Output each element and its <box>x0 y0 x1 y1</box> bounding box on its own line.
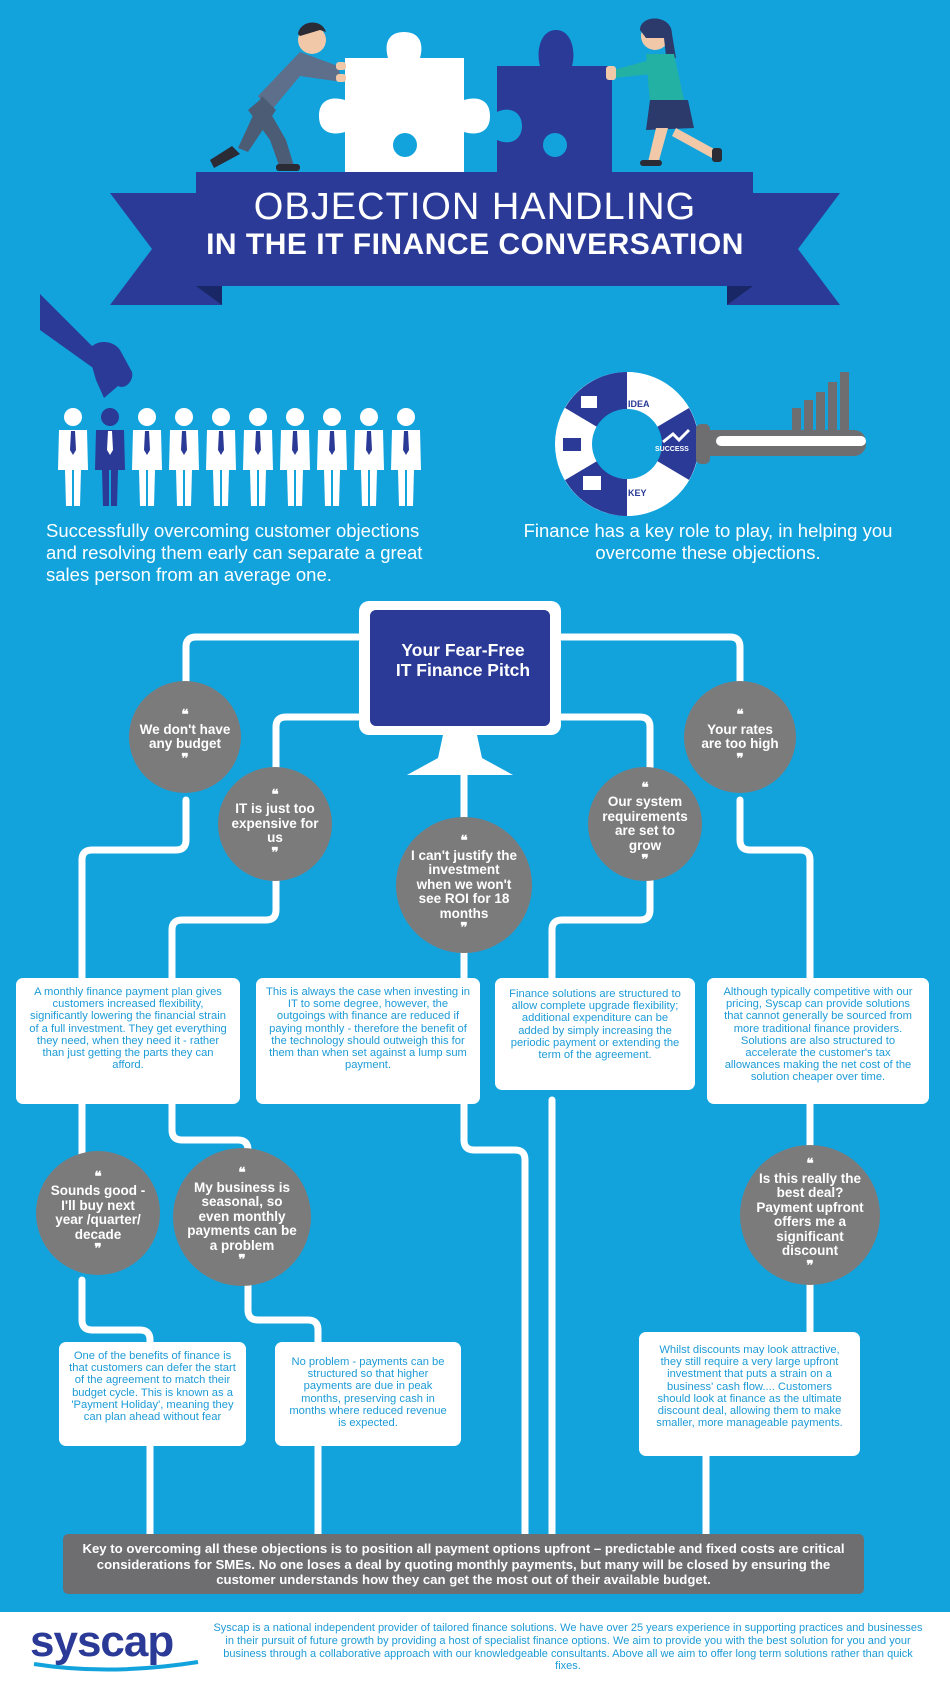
title-line-1: OBJECTION HANDLING <box>253 186 697 228</box>
open-quote-icon: ❝ <box>806 1156 814 1172</box>
open-quote-icon: ❝ <box>94 1168 102 1185</box>
answer-box: One of the benefits of finance is that c… <box>59 1342 246 1446</box>
close-quote-icon: ❞ <box>181 750 189 767</box>
close-quote-icon: ❞ <box>238 1252 246 1269</box>
person-icon <box>132 408 162 506</box>
answer-box: Whilst discounts may look attractive, th… <box>639 1332 860 1456</box>
open-quote-icon: ❝ <box>460 833 468 850</box>
answer-box: Although typically competitive with our … <box>707 978 929 1104</box>
syscap-logo: syscap <box>30 1617 200 1674</box>
title-line-2: IN THE IT FINANCE CONVERSATION <box>206 228 744 261</box>
key-icon <box>696 372 866 464</box>
people-row <box>58 408 421 506</box>
objection-bubble: ❝Your rates are too high❞ <box>684 681 796 793</box>
footer <box>0 1612 950 1691</box>
banner-right-tail <box>727 193 840 305</box>
close-quote-icon: ❞ <box>806 1257 814 1274</box>
person-icon <box>243 408 273 506</box>
monitor-title: Your Fear-Free IT Finance Pitch <box>380 640 546 680</box>
person-icon <box>354 408 384 506</box>
wheel-label-success: SUCCESS <box>655 446 689 453</box>
intro-right-text: Finance has a key role to play, in helpi… <box>523 520 893 563</box>
syscap-logo-graphic: syscap <box>30 1617 199 1672</box>
answer-box: A monthly finance payment plan gives cus… <box>16 978 240 1104</box>
key-message-bar: Key to overcoming all these objections i… <box>63 1534 864 1594</box>
open-quote-icon: ❝ <box>181 707 189 723</box>
open-quote-icon: ❝ <box>736 707 744 723</box>
objection-bubble: ❝I can't justify the investment when we … <box>396 817 532 953</box>
man-figure <box>210 22 346 171</box>
banner-main <box>196 172 753 286</box>
person-icon <box>206 408 236 506</box>
monitor-title-line-1: Your Fear-Free <box>401 640 525 660</box>
answer-box: No problem - payments can be structured … <box>275 1342 461 1446</box>
objection-bubble: ❝Our system requirements are set to grow… <box>588 767 702 881</box>
monitor <box>359 601 561 775</box>
hand-icon <box>40 294 133 398</box>
open-quote-icon: ❝ <box>271 786 279 803</box>
wheel-label-idea: IDEA <box>628 399 650 409</box>
objection-bubble: ❝Is this really the best deal? Payment u… <box>740 1145 880 1285</box>
answer-box: Finance solutions are structured to allo… <box>495 978 695 1090</box>
person-icon <box>280 408 310 506</box>
person-icon <box>391 408 421 506</box>
close-quote-icon: ❞ <box>94 1241 102 1257</box>
objection-bubble: ❝My business is seasonal, so even monthl… <box>173 1148 311 1286</box>
objection-bubble: ❝Sounds good - I'll buy next year /quart… <box>36 1151 160 1275</box>
person-icon <box>95 408 125 506</box>
close-quote-icon: ❞ <box>271 844 279 861</box>
person-icon <box>169 408 199 506</box>
logo-wordmark: syscap <box>30 1618 173 1666</box>
objection-bubble: ❝We don't have any budget❞ <box>129 681 241 793</box>
wheel-label-key: KEY <box>628 488 647 498</box>
close-quote-icon: ❞ <box>736 750 744 767</box>
footer-text: Syscap is a national independent provide… <box>213 1622 923 1673</box>
person-icon <box>58 408 88 506</box>
intro-left-text: Successfully overcoming customer objecti… <box>46 520 423 585</box>
close-quote-icon: ❞ <box>460 920 468 937</box>
objection-bubble: ❝IT is just too expensive for us❞ <box>218 767 332 881</box>
puzzle-pieces <box>319 30 612 172</box>
monitor-title-line-2: IT Finance Pitch <box>395 660 531 680</box>
answer-box: This is always the case when investing i… <box>256 978 480 1104</box>
success-wheel <box>555 372 699 516</box>
person-icon <box>317 408 347 506</box>
woman-figure <box>606 18 722 166</box>
connector-lines <box>78 633 814 1538</box>
close-quote-icon: ❞ <box>641 852 649 868</box>
banner-left-tail <box>110 193 222 305</box>
open-quote-icon: ❝ <box>238 1165 246 1182</box>
open-quote-icon: ❝ <box>641 779 649 796</box>
